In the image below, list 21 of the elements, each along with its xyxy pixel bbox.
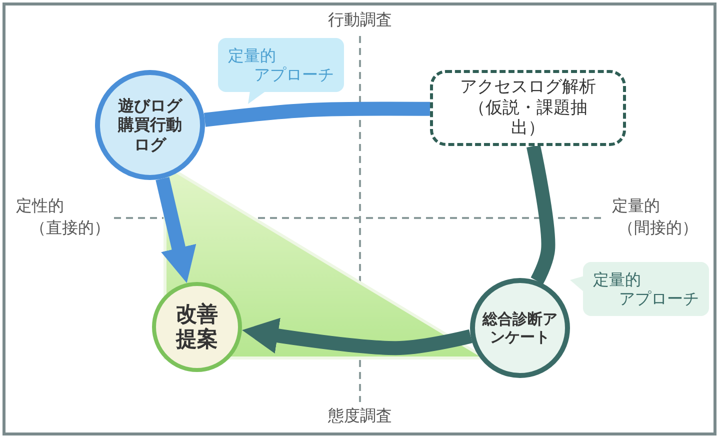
node-text: アプローチ xyxy=(618,289,699,308)
axis-label: 態度調査 xyxy=(328,406,392,427)
callout-bubble xyxy=(583,262,709,316)
callout-bubble xyxy=(218,38,344,92)
node-text: アクセスログ解析（仮説・課題抽出） xyxy=(459,77,597,139)
node-text: 改善提案 xyxy=(176,302,218,352)
node-text: アプローチ xyxy=(253,65,334,84)
axis-label: 行動調査 xyxy=(328,10,392,31)
arrow xyxy=(242,318,472,355)
node-text: 遊びログ購買行動ログ xyxy=(118,96,182,154)
axis-label: （直接的） xyxy=(30,218,110,239)
dashed-box xyxy=(430,70,626,146)
node-text: 定量的 xyxy=(228,46,276,65)
axis-label: 定量的 xyxy=(612,196,660,217)
node-text: 総合診断アンケート xyxy=(482,310,558,346)
axis-label: 定性的 xyxy=(16,196,64,217)
connector-line xyxy=(526,144,556,284)
arrow xyxy=(156,177,196,284)
node-text: 定量的 xyxy=(593,270,641,289)
connector-line xyxy=(204,102,430,127)
axis-label: （間接的） xyxy=(618,218,698,239)
